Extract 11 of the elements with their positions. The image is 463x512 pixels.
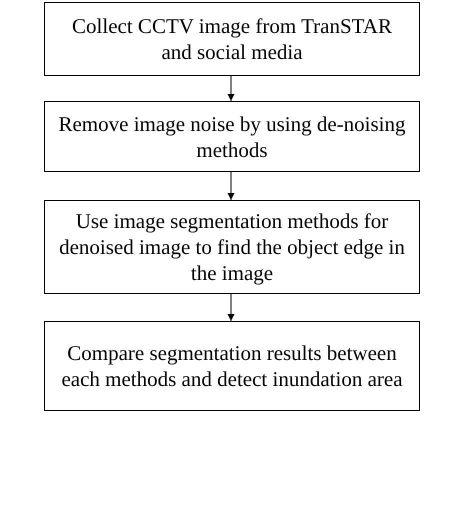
arrow [228,76,234,102]
step-text: Collect CCTV image from TranSTAR and social media [71,13,393,65]
process-box [44,101,420,172]
step-text: Remove image noise by using de-noising methods [57,110,407,162]
step-text: Compare segmentation results between each methods and detect inundation area [60,340,404,392]
arrow [228,172,234,200]
arrow [228,294,234,322]
process-box [44,2,420,76]
process-box [44,200,420,294]
process-box [44,321,420,411]
step-text: Use image segmentation methods for denoised image to find the object edge in the image [58,208,406,286]
